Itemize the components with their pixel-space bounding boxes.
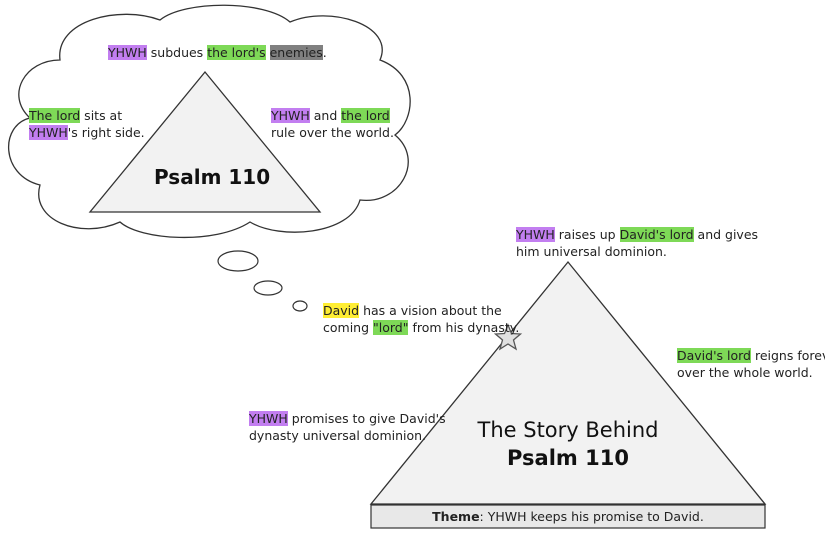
story-left-text: YHWH promises to give David's dynasty un… xyxy=(249,410,446,444)
david-highlight: David xyxy=(323,303,360,318)
story-title-line1: The Story Behind xyxy=(477,418,659,442)
yhwh-highlight: YHWH xyxy=(249,411,288,426)
lord-highlight: the lord's xyxy=(207,45,266,60)
text-fragment: dynasty universal dominion. xyxy=(249,428,427,443)
text-fragment: has a vision about the xyxy=(359,303,502,318)
lord-highlight: David's lord xyxy=(677,348,751,363)
theme-label: Theme xyxy=(432,509,480,524)
thought-bubble-small xyxy=(292,300,308,312)
text-fragment: . xyxy=(322,45,327,60)
lord-highlight: David's lord xyxy=(619,227,694,242)
story-right-text: David's lord reigns forever over the who… xyxy=(677,347,825,381)
theme-bar-box xyxy=(370,504,766,529)
lord-highlight: the lord xyxy=(341,108,390,123)
text-fragment: and gives xyxy=(693,227,759,242)
thought-bubble-large xyxy=(217,250,259,272)
text-fragment: coming xyxy=(323,320,373,335)
yhwh-highlight: YHWH xyxy=(516,227,555,242)
story-top-text: YHWH raises up David's lord and gives hi… xyxy=(516,226,758,260)
theme-text: : YHWH keeps his promise to David. xyxy=(479,509,704,524)
text-fragment: reigns forever xyxy=(754,348,825,363)
text-fragment: and xyxy=(309,108,342,123)
cloud-right-text: YHWH and the lord rule over the world. xyxy=(271,107,394,141)
lord-highlight: The lord xyxy=(29,108,81,123)
text-fragment: rule over the world. xyxy=(271,125,394,140)
text-fragment: from his dynasty. xyxy=(408,320,520,335)
text-fragment: over the whole world. xyxy=(677,365,813,380)
psalm-triangle xyxy=(88,70,322,213)
star-icon xyxy=(493,323,523,351)
text-fragment xyxy=(266,45,270,60)
theme-bar: Theme: YHWH keeps his promise to David. xyxy=(371,506,765,528)
enemies-highlight: enemies xyxy=(269,45,323,60)
text-fragment: 's right side. xyxy=(67,125,145,140)
yhwh-highlight: YHWH xyxy=(271,108,310,123)
story-vision-text: David has a vision about the coming "lor… xyxy=(323,302,519,336)
psalm-title: Psalm 110 xyxy=(154,165,271,189)
cloud-top-text: YHWH subdues the lord's enemies. xyxy=(108,44,327,61)
text-fragment: raises up xyxy=(554,227,620,242)
story-title-line2: Psalm 110 xyxy=(507,446,629,470)
text-fragment: sits at xyxy=(80,108,123,123)
yhwh-highlight: YHWH xyxy=(29,125,68,140)
story-triangle xyxy=(369,260,767,505)
yhwh-highlight: YHWH xyxy=(108,45,147,60)
thought-bubble-medium xyxy=(253,280,283,296)
lord-highlight: "lord" xyxy=(373,320,409,335)
text-fragment: promises to give David's xyxy=(287,411,446,426)
cloud-left-text: The lord sits at YHWH's right side. xyxy=(29,107,145,141)
text-fragment: him universal dominion. xyxy=(516,244,667,259)
text-fragment: subdues xyxy=(146,45,208,60)
